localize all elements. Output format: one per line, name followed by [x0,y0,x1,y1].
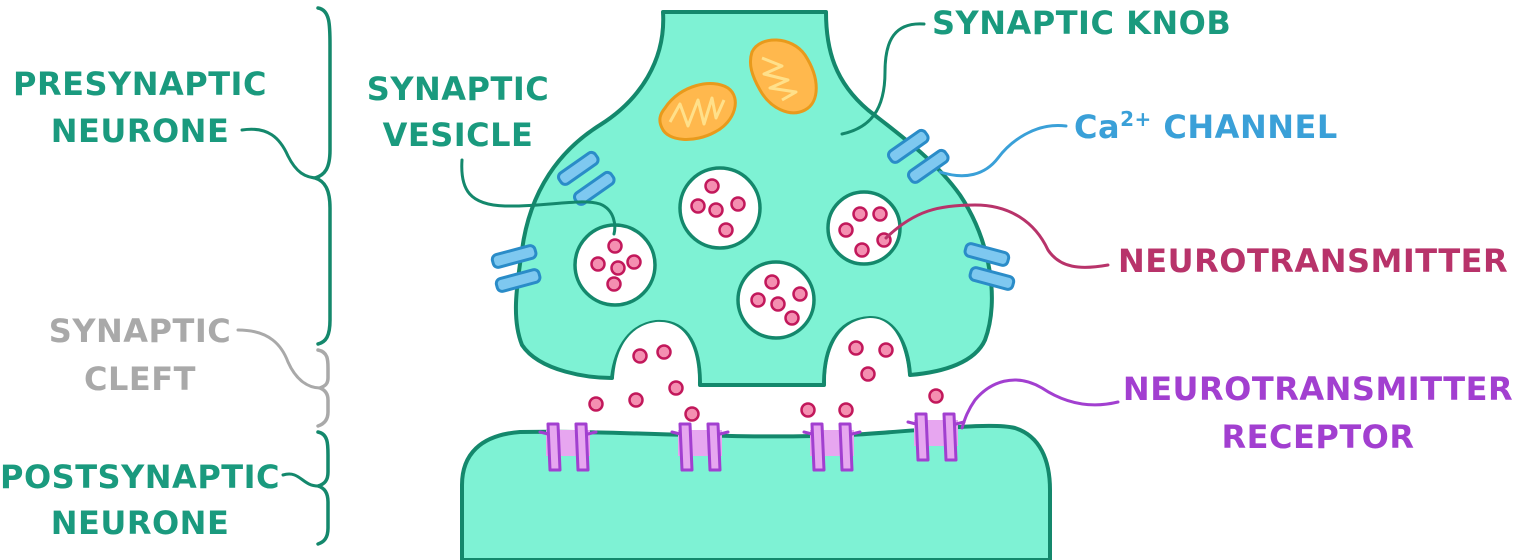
exocytosis-pocket [826,318,908,382]
ca-channel-label: Ca2+ CHANNEL [1074,107,1338,146]
receptor-subunit [546,422,562,472]
free-neurotransmitters [588,318,944,422]
mitochondrion-2 [748,38,818,115]
neurotransmitter-molecule [750,292,766,308]
postsynaptic-brace [311,430,330,546]
receptor-subunit [914,412,930,462]
neurotransmitter-molecule [607,238,623,254]
neurotransmitter-molecule [770,296,786,312]
ca-channel-3 [887,128,950,184]
synaptic-vesicle [573,223,657,307]
exocytosis-pocket [614,321,698,382]
synaptic-knob-leader [840,22,926,136]
synaptic-vesicle [736,260,816,340]
free-neurotransmitter [588,396,604,412]
neurotransmitter-molecule [784,310,800,326]
synaptic-cleft-label-line2: CLEFT [84,360,196,398]
neurotransmitter-molecule [764,274,780,290]
free-neurotransmitter [668,380,684,396]
receptor-subunit [706,422,722,472]
receptor-flap [586,430,598,436]
neurotransmitter-receptor [906,412,966,462]
synaptic-vesicle-label-line2: VESICLE [383,116,534,154]
presynaptic-label-line1: PRESYNAPTIC [13,65,267,103]
neurotransmitter-molecule [718,222,734,238]
receptor-flap [670,430,682,436]
receptor-flap [718,430,730,436]
receptor-subunit [942,412,958,462]
neurotransmitter-molecule [690,198,706,214]
free-neurotransmitter [628,392,644,408]
synaptic-vesicle-label-line1: SYNAPTIC [367,70,549,108]
neurotransmitter-molecule [730,196,746,212]
ca-channel-label-prefix: Ca [1074,108,1120,146]
neurotransmitter-receptor [538,422,598,472]
receptor-subunit [574,422,590,472]
receptor-leader [960,378,1120,430]
synaptic-vesicle [678,166,762,250]
neurotransmitter-molecule [854,242,870,258]
neurotransmitter-molecule [626,254,642,270]
neurotransmitter-molecule [838,222,854,238]
presynaptic-leader [240,127,320,180]
synaptic-cleft-leader [236,328,322,390]
receptor-label-line2: RECEPTOR [1222,418,1415,456]
ca-channel-1 [557,150,616,206]
free-neurotransmitter [800,402,816,418]
presynaptic-brace [308,6,332,346]
neurotransmitter-molecule [792,286,808,302]
receptor-flap [906,420,918,426]
receptor-flap [850,430,862,436]
free-neurotransmitter [860,366,876,382]
receptor-subunit [810,422,826,472]
free-neurotransmitter [838,402,854,418]
synaptic-vesicle [826,190,902,266]
vesicles [573,166,902,340]
receptor-label-line1: NEUROTRANSMITTER [1123,370,1513,408]
neurotransmitter-receptor [802,422,862,472]
free-neurotransmitter [848,340,864,356]
free-neurotransmitter [632,348,648,364]
neurotransmitter-molecule [590,256,606,272]
synaptic-knob-label: SYNAPTIC KNOB [932,4,1231,42]
receptor-subunit [838,422,854,472]
receptor-flap [538,430,550,436]
receptor-flap [802,430,814,436]
free-neurotransmitter [878,342,894,358]
free-neurotransmitter [928,388,944,404]
ca-channel-4 [963,242,1016,291]
neurotransmitter-molecule [606,276,622,292]
neurotransmitter-leader [884,203,1110,269]
ca-channel-2 [490,244,542,293]
synaptic-cleft-label-line1: SYNAPTIC [49,312,231,350]
ca-channel-label-suffix: CHANNEL [1152,108,1338,146]
ca-channel-label-superscript: 2+ [1120,107,1152,131]
postsynaptic-label-line2: NEURONE [51,504,230,542]
receptors [538,412,966,472]
postsynaptic-leader [281,472,320,488]
neurotransmitter-molecule [708,202,724,218]
postsynaptic-label-line1: POSTSYNAPTIC [0,458,280,496]
neurotransmitter-molecule [852,206,868,222]
synaptic-vesicle-leader [460,158,617,236]
neurotransmitter-molecule [872,206,888,222]
exocytosis-pockets [614,318,908,382]
neurotransmitter-molecule [610,260,626,276]
neurotransmitter-label: NEUROTRANSMITTER [1118,242,1508,280]
neurotransmitter-molecule [704,178,720,194]
ca-channel-leader [938,123,1068,178]
mitochondrion-1 [658,82,737,141]
free-neurotransmitter [656,344,672,360]
presynaptic-label-line2: NEURONE [51,112,230,150]
free-neurotransmitter [684,406,700,422]
receptor-subunit [678,422,694,472]
neurotransmitter-receptor [670,422,730,472]
